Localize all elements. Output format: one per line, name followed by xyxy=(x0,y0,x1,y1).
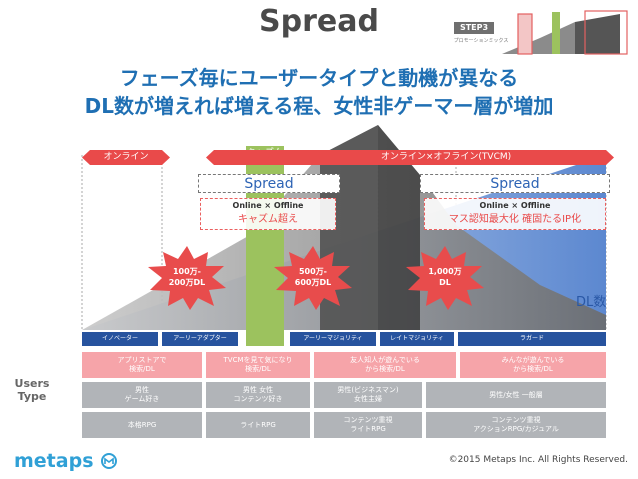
step-subtitle: プロモーションミックス xyxy=(453,38,509,44)
metaps-logo: metaps xyxy=(14,450,118,472)
genre-cell: ライトRPG xyxy=(206,412,310,438)
starburst-icon xyxy=(148,246,226,310)
burst-500m: 500万- 600万DL xyxy=(272,246,354,310)
demographic-cell: 男性ゲーム好き xyxy=(82,382,202,408)
offline-box-mass: Online × Offline マス認知最大化 確固たるIP化 xyxy=(424,198,606,230)
motivation-cell: 友人知人が遊んでいるから検索/DL xyxy=(314,352,456,378)
motivation-cell: みんなが遊んでいるから検索/DL xyxy=(460,352,606,378)
starburst-icon xyxy=(274,246,352,310)
phase-early-majority: アーリーマジョリティ xyxy=(290,332,376,346)
offline-box-title: Online × Offline xyxy=(232,201,304,210)
copyright: ©2015 Metaps Inc. All Rights Reserved. xyxy=(448,455,628,465)
motivation-cell: アプリストアで検索/DL xyxy=(82,352,202,378)
burst-line2: 200万DL xyxy=(168,278,206,287)
headline-line-2: DL数が増えれば増える程、女性非ゲーマー層が増加 xyxy=(84,94,554,118)
motivation-cell: TVCMを見て気になり検索/DL xyxy=(206,352,310,378)
burst-line1: 500万- xyxy=(298,267,328,276)
offline-box-sub: キャズム超え xyxy=(238,214,298,225)
phase-innovator: イノベーター xyxy=(82,332,158,346)
arrow-left-right-icon xyxy=(82,150,170,165)
offline-box-title: Online × Offline xyxy=(479,201,551,210)
headline-line-1: フェーズ毎にユーザータイプと動機が異なる xyxy=(119,66,519,90)
phase-early-adopter: アーリーアダプター xyxy=(162,332,238,346)
step-badge: STEP3 xyxy=(454,22,494,34)
burst-1000m: 1,000万 DL xyxy=(404,246,486,310)
phase-laggard: ラガード xyxy=(458,332,606,346)
burst-line1: 100万- xyxy=(172,267,202,276)
demographic-cell: 男性(ビジネスマン)女性主婦 xyxy=(314,382,422,408)
demographic-cell: 男性 女性コンテンツ好き xyxy=(206,382,310,408)
spread-box-left: Spread xyxy=(198,174,340,193)
logo-mark-icon xyxy=(101,453,118,469)
spread-box-right: Spread xyxy=(420,174,610,193)
channel-online-offline-label: オンライン×オフライン(TVCM) xyxy=(380,152,512,162)
page-title: Spread xyxy=(259,4,379,39)
burst-line1: 1,000万 xyxy=(428,267,462,276)
users-type-label: Users Type xyxy=(14,377,50,403)
phase-chasm xyxy=(246,332,284,346)
burst-line2: DL xyxy=(439,278,451,287)
demographic-cell: 男性/女性 一般層 xyxy=(426,382,606,408)
phase-late-majority: レイトマジョリティ xyxy=(380,332,454,346)
offline-box-sub: マス認知最大化 確固たるIP化 xyxy=(448,214,582,225)
genre-cell: コンテンツ重視アクションRPG/カジュアル xyxy=(426,412,606,438)
genre-cell: 本格RPG xyxy=(82,412,202,438)
starburst-icon xyxy=(406,246,484,310)
dl-axis-label: DL数 xyxy=(576,295,607,310)
step-graphic xyxy=(502,10,628,55)
offline-box-chasm: Online × Offline キャズム超え xyxy=(200,198,336,230)
channel-online-label: オンライン xyxy=(103,152,149,162)
genre-cell: コンテンツ重視ライトRPG xyxy=(314,412,422,438)
arrow-left-right-icon xyxy=(206,150,614,165)
burst-line2: 600万DL xyxy=(294,278,332,287)
burst-100m: 100万- 200万DL xyxy=(146,246,228,310)
